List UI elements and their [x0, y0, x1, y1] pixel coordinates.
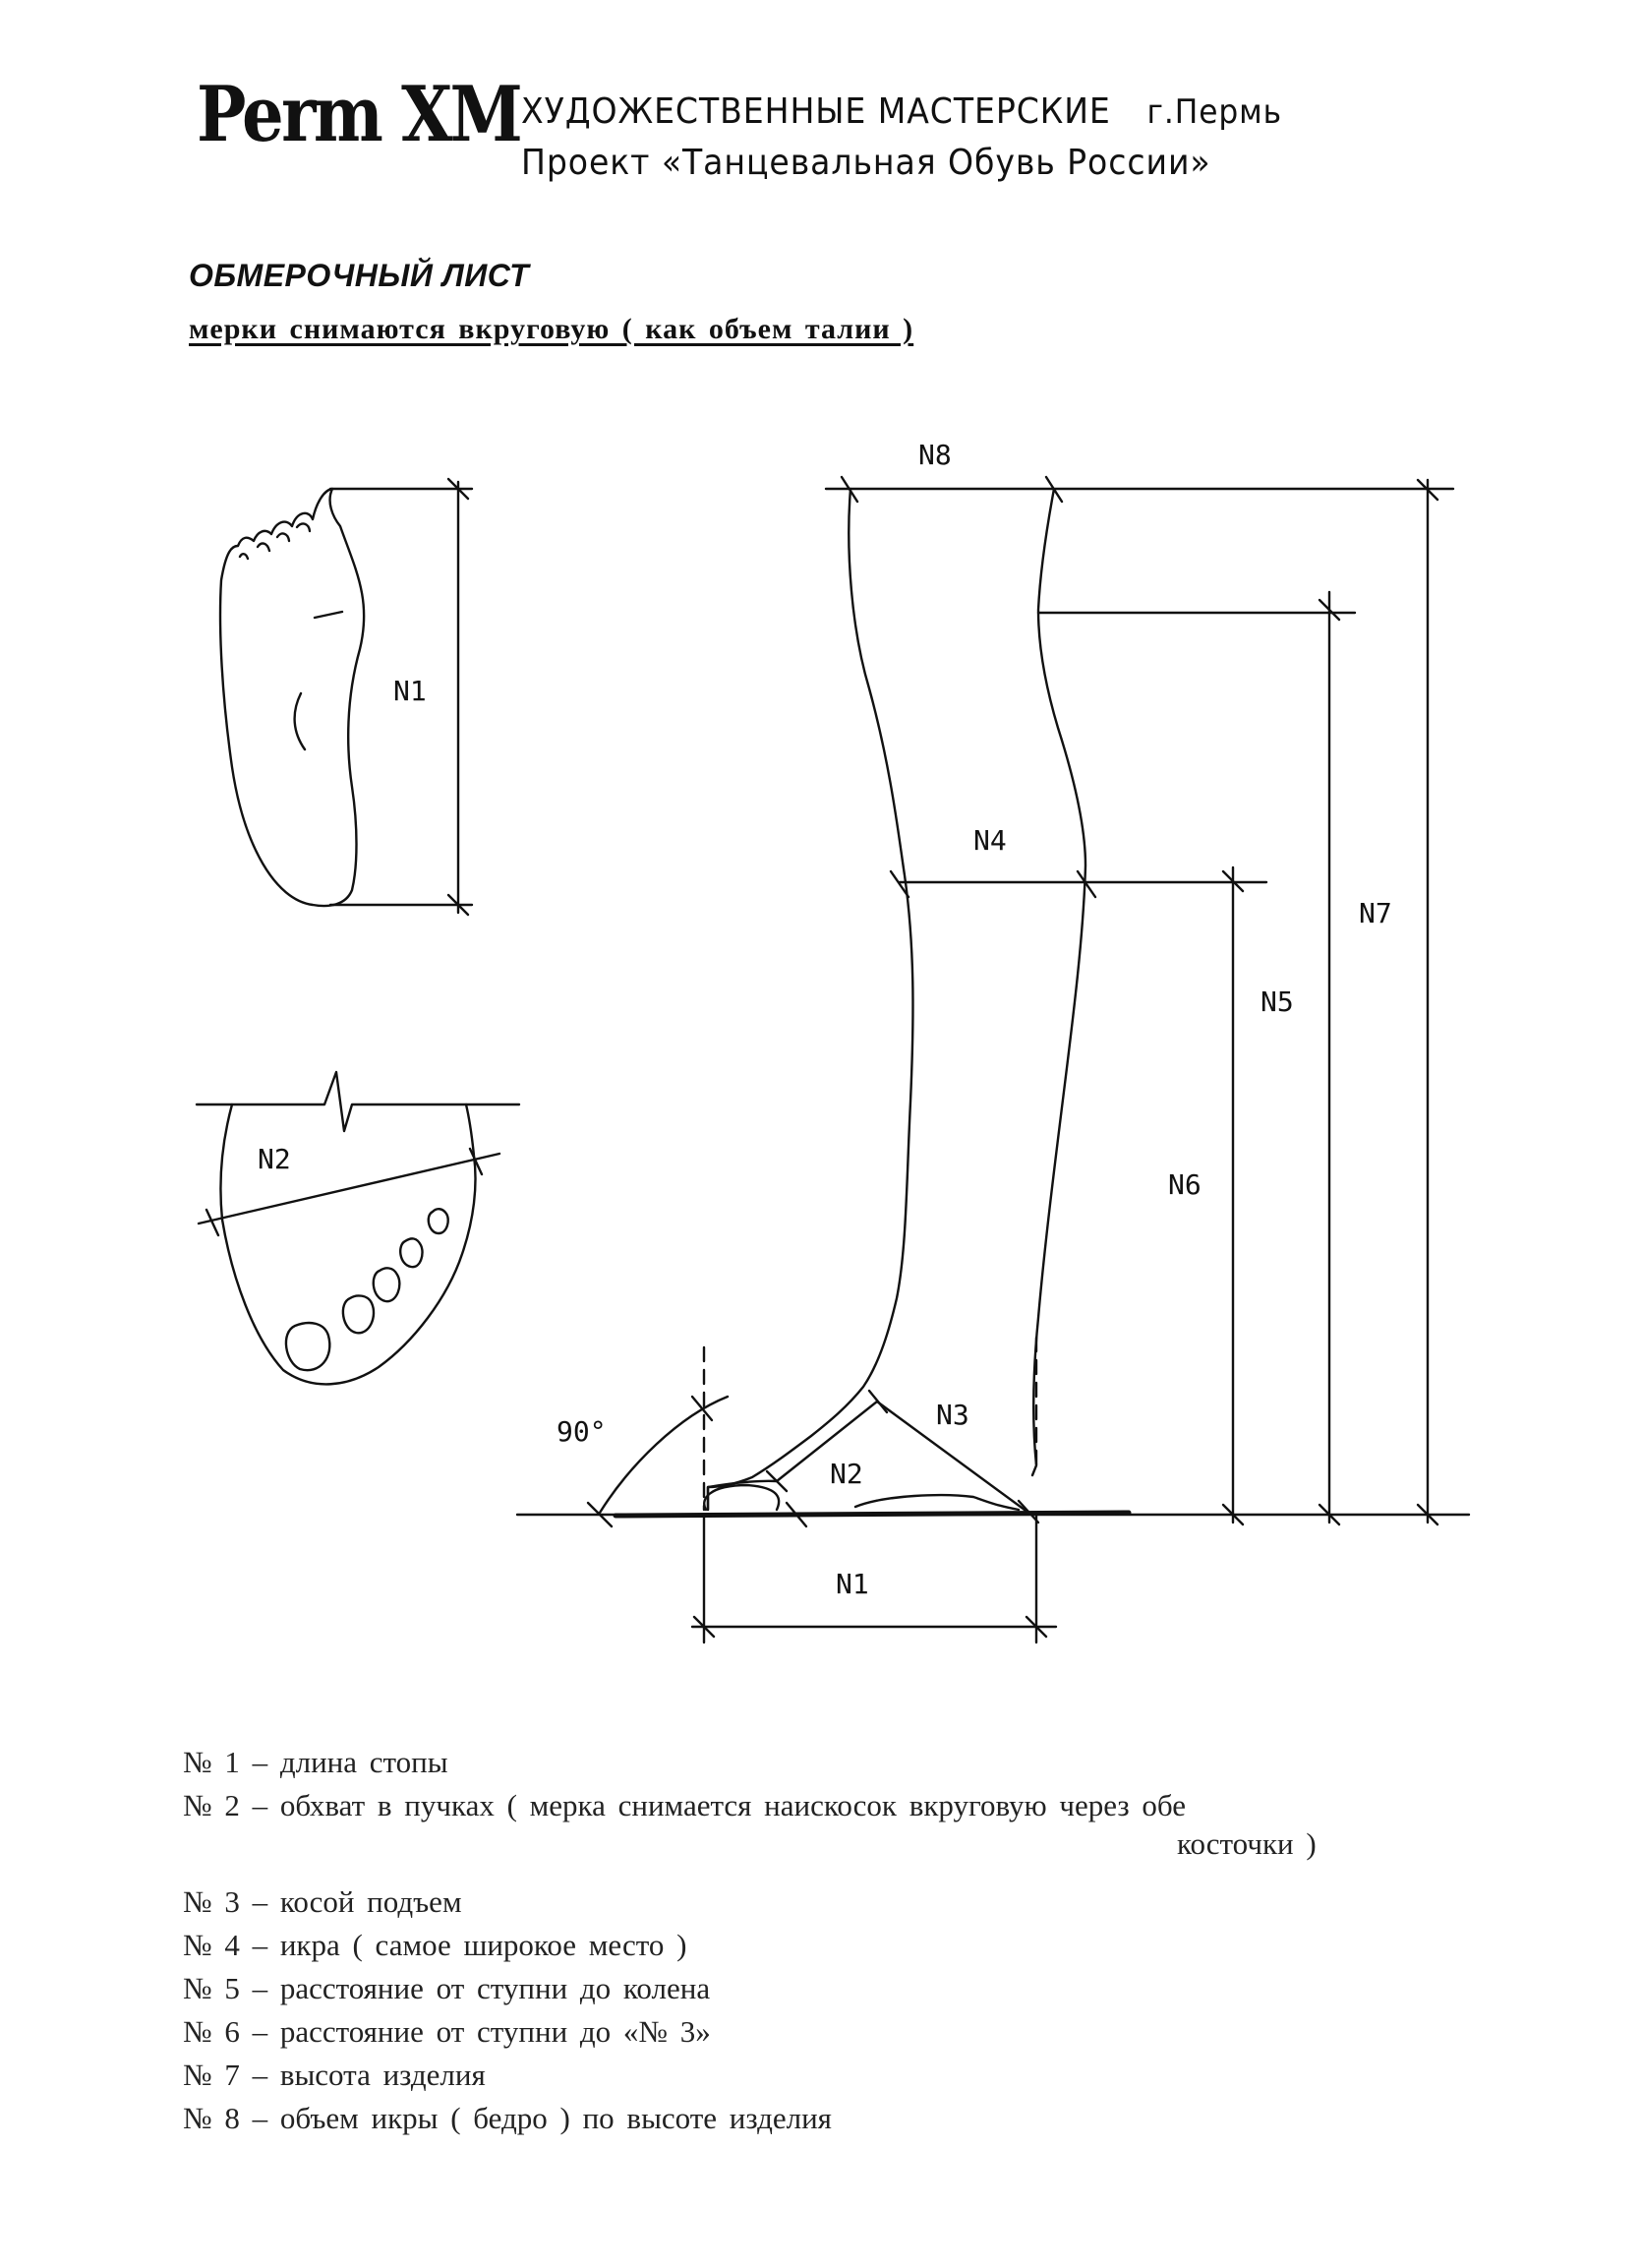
legend-item-2: № 2 – обхват в пучках ( мерка снимается …: [183, 1788, 1187, 1822]
ground-line-bold: [613, 1510, 1132, 1519]
n2-top-dim-line: [197, 1152, 501, 1225]
sheet-subtitle: мерки снимаются вкруговую ( как объем та…: [189, 313, 914, 345]
foot-sole-profile: [706, 1479, 779, 1512]
city-name: г.Пермь: [1146, 92, 1283, 132]
measurement-legend: № 1 – длина стопы № 2 – обхват в пучках …: [183, 1741, 1317, 2140]
label-n5: N5: [1261, 985, 1294, 1018]
n1-bottom-tick-right: [1025, 1615, 1048, 1639]
legend-item-2-continuation: косточки ): [1177, 1826, 1317, 1861]
sheet-title: ОБМЕРОЧНЫЙ ЛИСТ: [189, 258, 530, 293]
org-name: ХУДОЖЕСТВЕННЫЕ МАСТЕРСКИЕ: [521, 91, 1111, 132]
foot-toe-line-2: [256, 542, 271, 553]
n2-ground-tick: [785, 1501, 808, 1528]
legend-item-8: № 8 – объем икры ( бедро ) по высоте изд…: [183, 2101, 832, 2135]
n5-tick-top: [1221, 869, 1245, 893]
n8-tick-left: [840, 475, 859, 504]
org-header: ХУДОЖЕСТВЕННЫЕ МАСТЕРСКИЕ г.Пермь Проект …: [521, 87, 1282, 189]
legend-item-5: № 5 – расстояние от ступни до колена: [183, 1971, 711, 2005]
label-n6: N6: [1168, 1168, 1202, 1201]
toe-3: [372, 1267, 401, 1303]
label-n3: N3: [936, 1399, 969, 1431]
legend-item-7: № 7 – высота изделия: [183, 2058, 486, 2092]
legend-item-6: № 6 – расстояние от ступни до «№ 3»: [183, 2014, 711, 2049]
toe-2: [341, 1294, 376, 1335]
n1-top-tick-upper: [446, 477, 470, 501]
knee-tick-top: [1318, 598, 1341, 622]
n2-top-tick-right: [468, 1147, 484, 1176]
n1-top-tick-lower: [446, 893, 470, 917]
toe-1: [284, 1321, 331, 1372]
label-n1-bottom: N1: [836, 1568, 869, 1600]
n8-tick-right: [1044, 475, 1064, 504]
n3-dim-line: [875, 1400, 1030, 1515]
label-n2-side: N2: [830, 1458, 863, 1490]
project-name: Проект «Танцевальная Обувь России»: [521, 143, 1211, 183]
n2-side-line: [775, 1400, 879, 1483]
n7-tick-top: [1416, 478, 1439, 502]
n4-tick-right: [1076, 869, 1097, 899]
n4-tick-left: [889, 869, 910, 899]
legend-item-4: № 4 – икра ( самое широкое место ): [183, 1928, 687, 1962]
leg-front-outline: [1030, 487, 1087, 1477]
label-n7: N7: [1359, 897, 1392, 929]
angle-tick-low: [586, 1501, 614, 1528]
label-n8: N8: [918, 439, 952, 471]
legend-item-3: № 3 – косой подъем: [183, 1884, 462, 1919]
brand-logo: Perm XM: [197, 70, 523, 159]
foot-arch-mark: [313, 610, 344, 620]
angle-tick-high: [690, 1395, 714, 1422]
label-n2-top: N2: [258, 1143, 291, 1175]
legend-item-1: № 1 – длина стопы: [183, 1745, 448, 1779]
n3-tick-bottom: [1017, 1499, 1040, 1524]
scalloped-top-edge: [195, 1070, 521, 1133]
toe-5: [427, 1208, 449, 1235]
label-angle-90: 90°: [557, 1415, 607, 1448]
label-n4: N4: [973, 824, 1007, 857]
foot-insole-curve: [703, 1483, 1021, 1512]
foot-toe-line-4: [295, 522, 312, 533]
n2-top-tick-left: [205, 1208, 220, 1237]
angle-arc: [598, 1395, 730, 1515]
n2-side-tick: [765, 1469, 789, 1493]
label-n1-top: N1: [393, 675, 427, 707]
foot-toe-line-3: [275, 532, 291, 543]
forefoot-outline: [219, 1103, 477, 1386]
foot-toe-line-1: [238, 553, 250, 561]
foot-heel-mark: [293, 691, 307, 751]
foot-sole-outline: [218, 487, 366, 908]
n1-bottom-tick-left: [692, 1615, 716, 1639]
leg-back-outline: [706, 487, 914, 1512]
toe-4: [399, 1237, 424, 1269]
